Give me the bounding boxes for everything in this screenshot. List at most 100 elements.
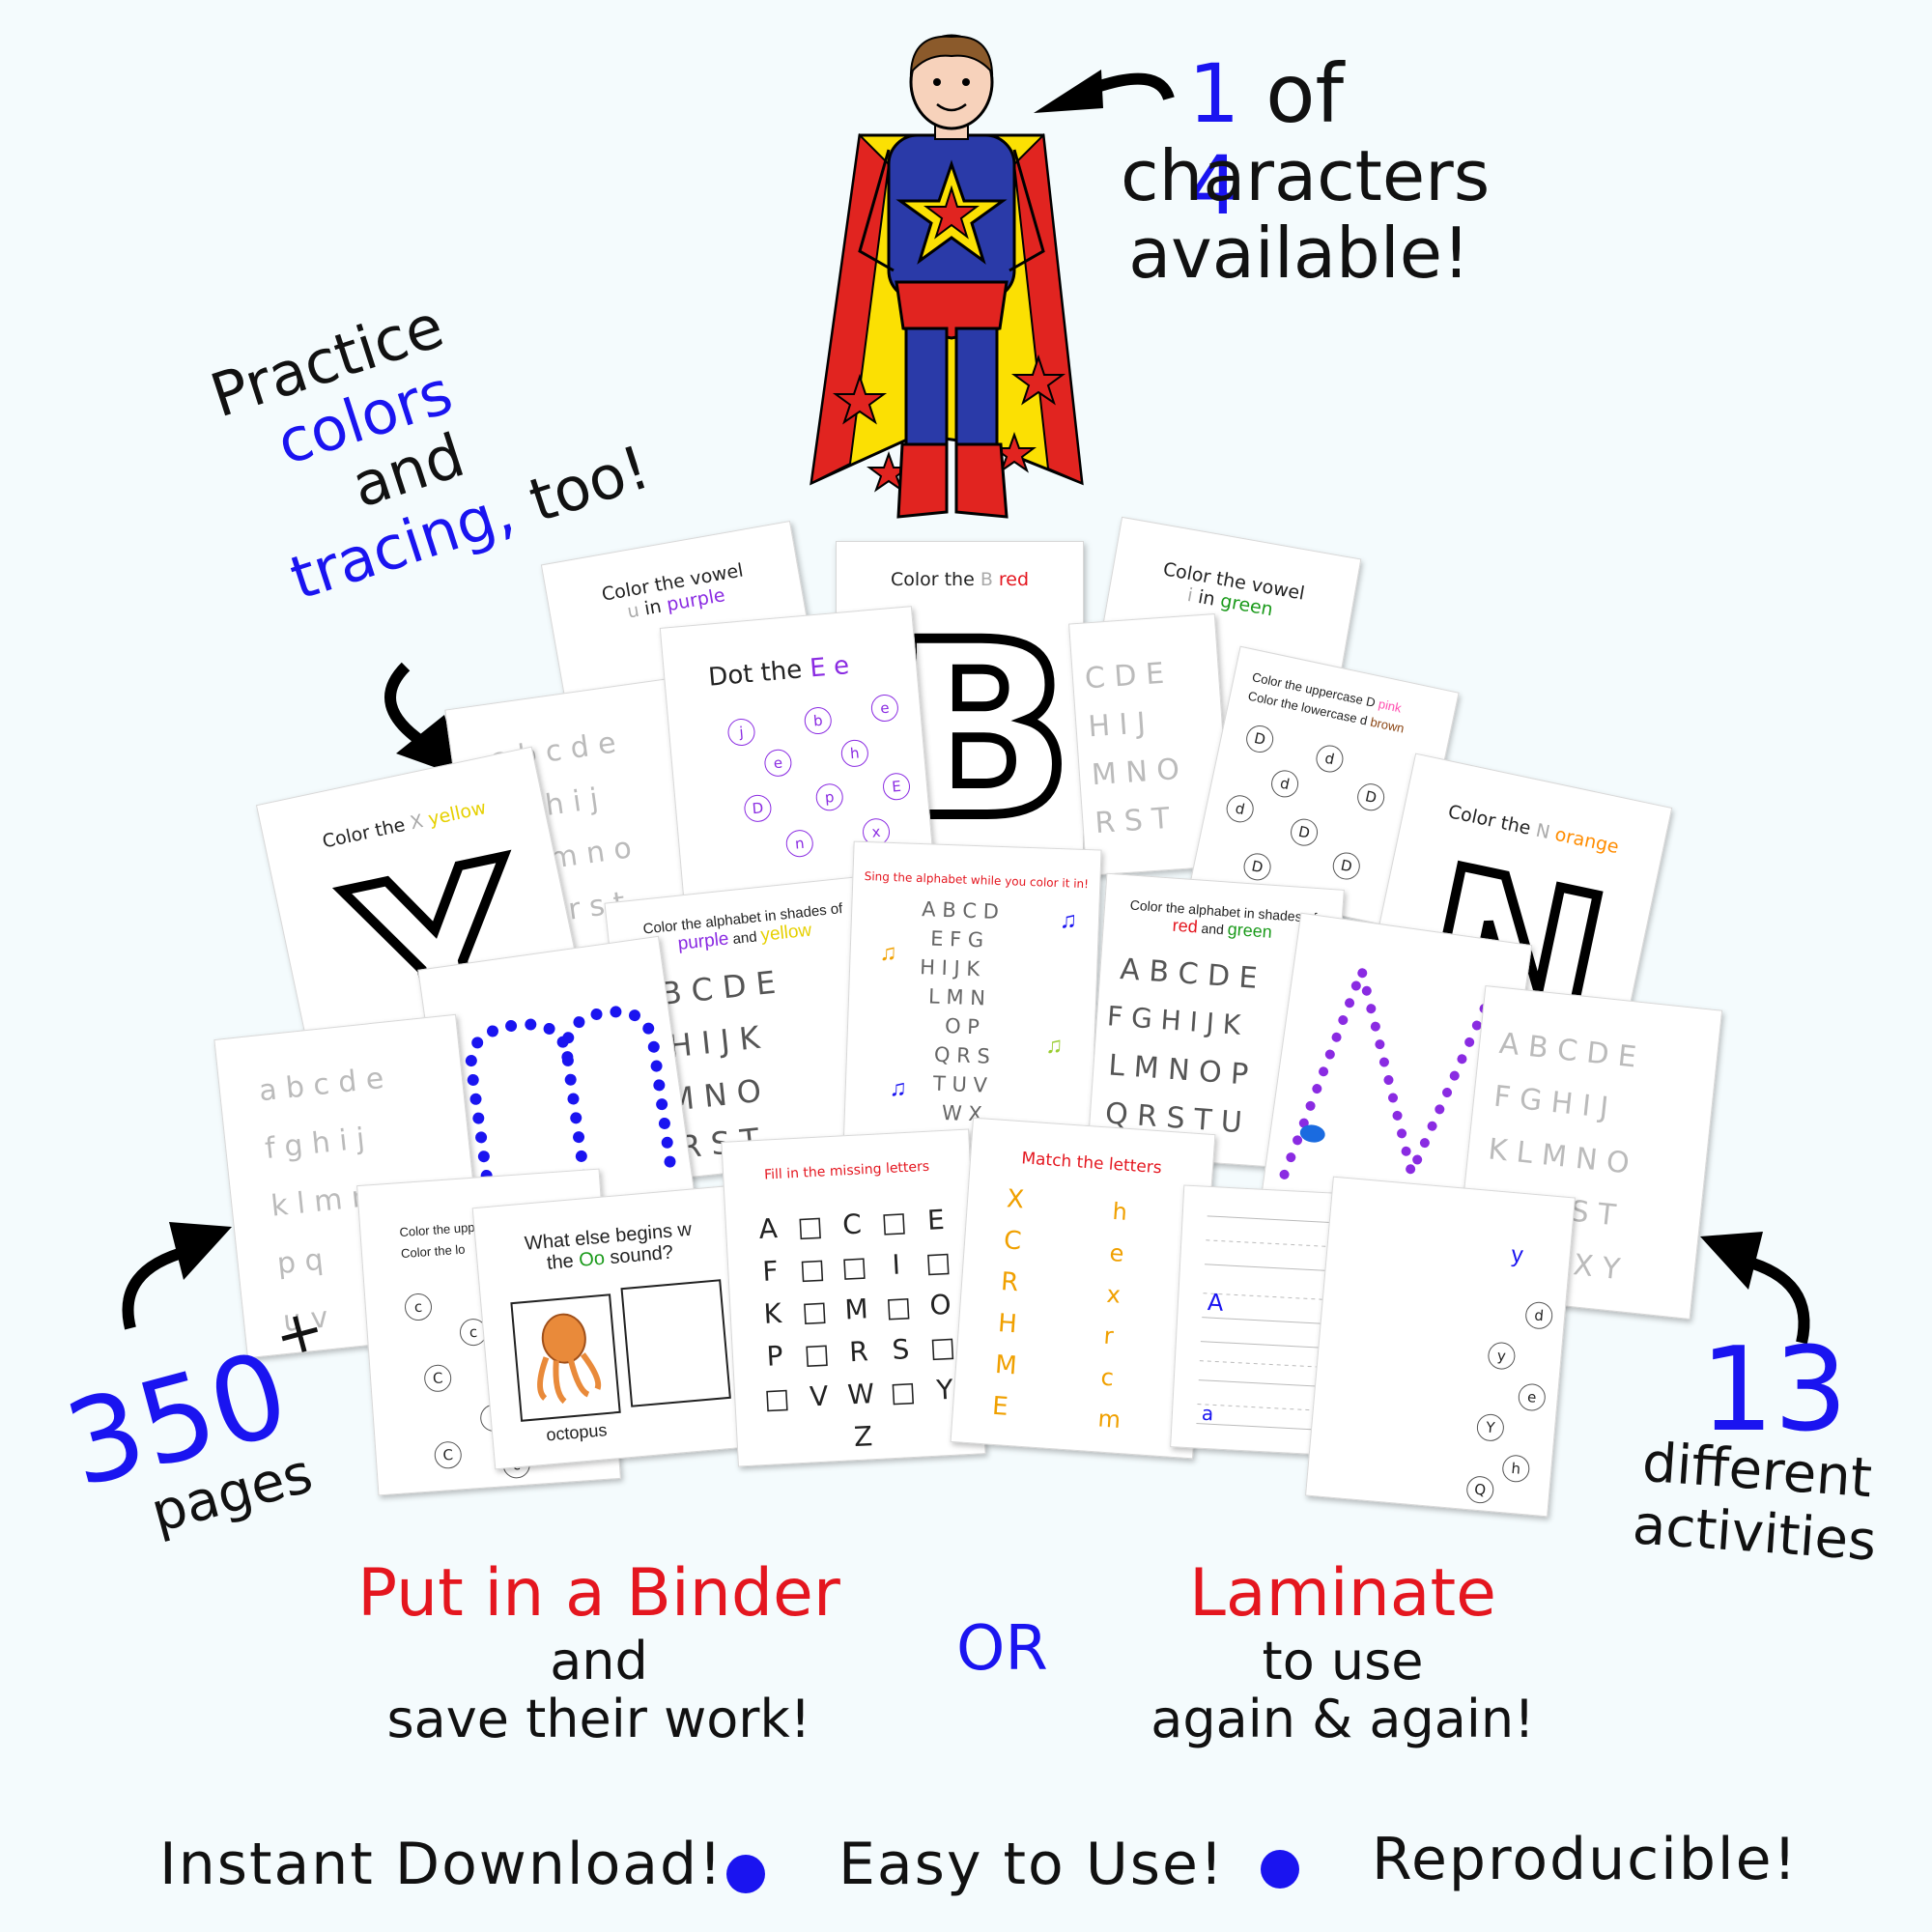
match-left-letter[interactable]: R [1000,1267,1020,1298]
color-d-bubble-4[interactable]: D [1354,781,1387,813]
laminate-line-2: again & again! [1151,1689,1535,1749]
missing-letter-box[interactable]: □ [880,1206,908,1239]
trace-lower2-row-1: a b c d e [257,1062,385,1109]
dot-e-bubble-8[interactable]: E [881,772,912,802]
trace-upper2-row-2: F G H I J [1492,1079,1610,1125]
color-d-bubble-1[interactable]: D [1243,723,1276,755]
trace-lower2-row-2: f g h i j [263,1122,367,1167]
color-c-bubble-3[interactable]: C [423,1363,453,1393]
trace-upper2-row-3: K L M N O [1486,1132,1632,1181]
missing-letter-box[interactable]: □ [924,1245,952,1280]
color-y-bubble-1[interactable]: d [1524,1300,1554,1330]
match-title: Match the letters [1020,1149,1163,1179]
color-d-bubble-3[interactable]: d [1268,767,1301,800]
missing-letter-cell: I [891,1248,901,1281]
match-right-letter[interactable]: e [1108,1238,1125,1267]
color-c-title-lower: Color the lo [400,1241,466,1262]
dot-e-bubble-3[interactable]: e [869,693,900,724]
match-left-letter[interactable]: E [991,1391,1009,1422]
missing-letter-box[interactable]: □ [840,1250,868,1284]
worksheet-dot-m [417,935,696,1231]
dot-e-letter: E e [809,651,851,684]
color-d-bubble-5[interactable]: d [1224,792,1257,825]
arrow-pages-icon [111,1212,237,1338]
worksheet-dot-n [1261,912,1533,1225]
dot-e-bubble-2[interactable]: b [803,705,833,736]
missing-letter-cell: K [762,1296,782,1330]
missing-letter-box[interactable]: □ [798,1252,826,1286]
color-c-bubble-1[interactable]: c [404,1293,433,1321]
color-d-bubble-7[interactable]: D [1330,849,1363,883]
trace-upper-row-3: M N O [1090,753,1181,793]
dot-e-bubble-1[interactable]: j [726,717,756,748]
missing-letter-cell: C [841,1208,863,1241]
music-note-icon: ♫ [879,939,898,967]
match-left-letter[interactable]: X [1006,1184,1026,1215]
color-y-bubble-6[interactable]: Q [1465,1474,1495,1505]
color-y-bubble-2[interactable]: y [1487,1341,1517,1371]
dot-e-bubble-9[interactable]: n [784,829,814,859]
missing-letter-cell [803,1417,839,1462]
picture-box-empty[interactable] [620,1279,731,1407]
shades-red-c1: red [1172,915,1199,937]
laminate-line-1: to use [1262,1631,1424,1691]
match-right-letter[interactable]: x [1105,1280,1122,1309]
color-d-bubble-2[interactable]: d [1313,742,1347,776]
shades-purple-c1: purple [676,928,730,954]
dot-e-bubble-5[interactable]: h [839,738,870,769]
match-right-letter[interactable]: r [1102,1321,1115,1350]
dot-e-bubble-6[interactable]: D [743,793,773,823]
color-y-bubble-5[interactable]: h [1501,1454,1531,1484]
missing-letter-cell: Z [853,1420,873,1454]
color-d-lower-color: brown [1369,714,1406,736]
match-right-letter[interactable]: m [1096,1405,1122,1435]
color-y-bubble-4[interactable]: Y [1475,1412,1506,1443]
missing-title: Fill in the missing letters [763,1158,930,1183]
begins-o-word: octopus [545,1420,609,1445]
feature-reproducible: Reproducible! [1372,1826,1799,1893]
sing-row-4: L M N [927,984,986,1010]
dot-e-bubble-4[interactable]: e [763,748,793,778]
trace-upper2-row-1: A B C D E [1497,1026,1638,1075]
count-one: 1 [1188,46,1240,141]
color-c-bubble-5[interactable]: C [433,1440,463,1470]
begins-o-sound: sound? [609,1241,674,1269]
match-left-letter[interactable]: H [997,1309,1018,1340]
too-word: too! [521,431,658,536]
missing-letter-box[interactable]: □ [796,1209,824,1243]
laminate-option: Laminate to use again & again! [1101,1555,1584,1748]
missing-letter-box[interactable]: □ [763,1381,791,1415]
missing-letter-cell: E [926,1203,946,1236]
pages-stat: 350 + pages [19,1258,359,1556]
sing-title: Sing the alphabet while you color it in! [864,869,1090,892]
available-text: available! [1128,213,1470,294]
sing-row-2: E F G [929,926,984,952]
sing-row-7: T U V [932,1071,988,1097]
match-left-letter[interactable]: C [1003,1226,1023,1257]
vowel-i-in: in [1196,586,1217,611]
match-left-letter[interactable]: M [994,1350,1018,1381]
color-d-lower-letter: d [1358,712,1369,728]
feature-easy-to-use: Easy to Use! [838,1831,1225,1898]
vowel-u-letter: u [625,599,641,623]
missing-letter-box[interactable]: □ [801,1294,829,1328]
color-d-bubble-6[interactable]: D [1288,816,1321,849]
missing-letter-box[interactable]: □ [889,1375,917,1409]
shades-red-row-3: L M N O P [1107,1048,1250,1093]
shades-red-row-2: F G H I J K [1106,1000,1242,1041]
match-right-letter[interactable]: c [1099,1363,1115,1392]
trace-a-lower: a [1201,1401,1214,1426]
worksheet-sing-alphabet: Sing the alphabet while you color it in!… [842,840,1102,1161]
music-note-icon: ♫ [1044,1032,1064,1060]
dot-e-title: Dot the [707,655,804,693]
match-right-letter[interactable]: h [1111,1197,1128,1226]
missing-letter-box[interactable]: □ [803,1337,831,1371]
color-y-bubble-3[interactable]: e [1517,1382,1547,1412]
superhero-illustration [792,29,1111,531]
dot-e-bubble-7[interactable]: p [814,782,844,812]
missing-letter-box[interactable]: □ [884,1290,913,1324]
color-d-bubble-8[interactable]: D [1240,850,1274,883]
worksheet-begins-o: What else begins w the Oo sound? octopus [471,1184,757,1470]
arrow-to-hero-icon [1034,60,1179,128]
